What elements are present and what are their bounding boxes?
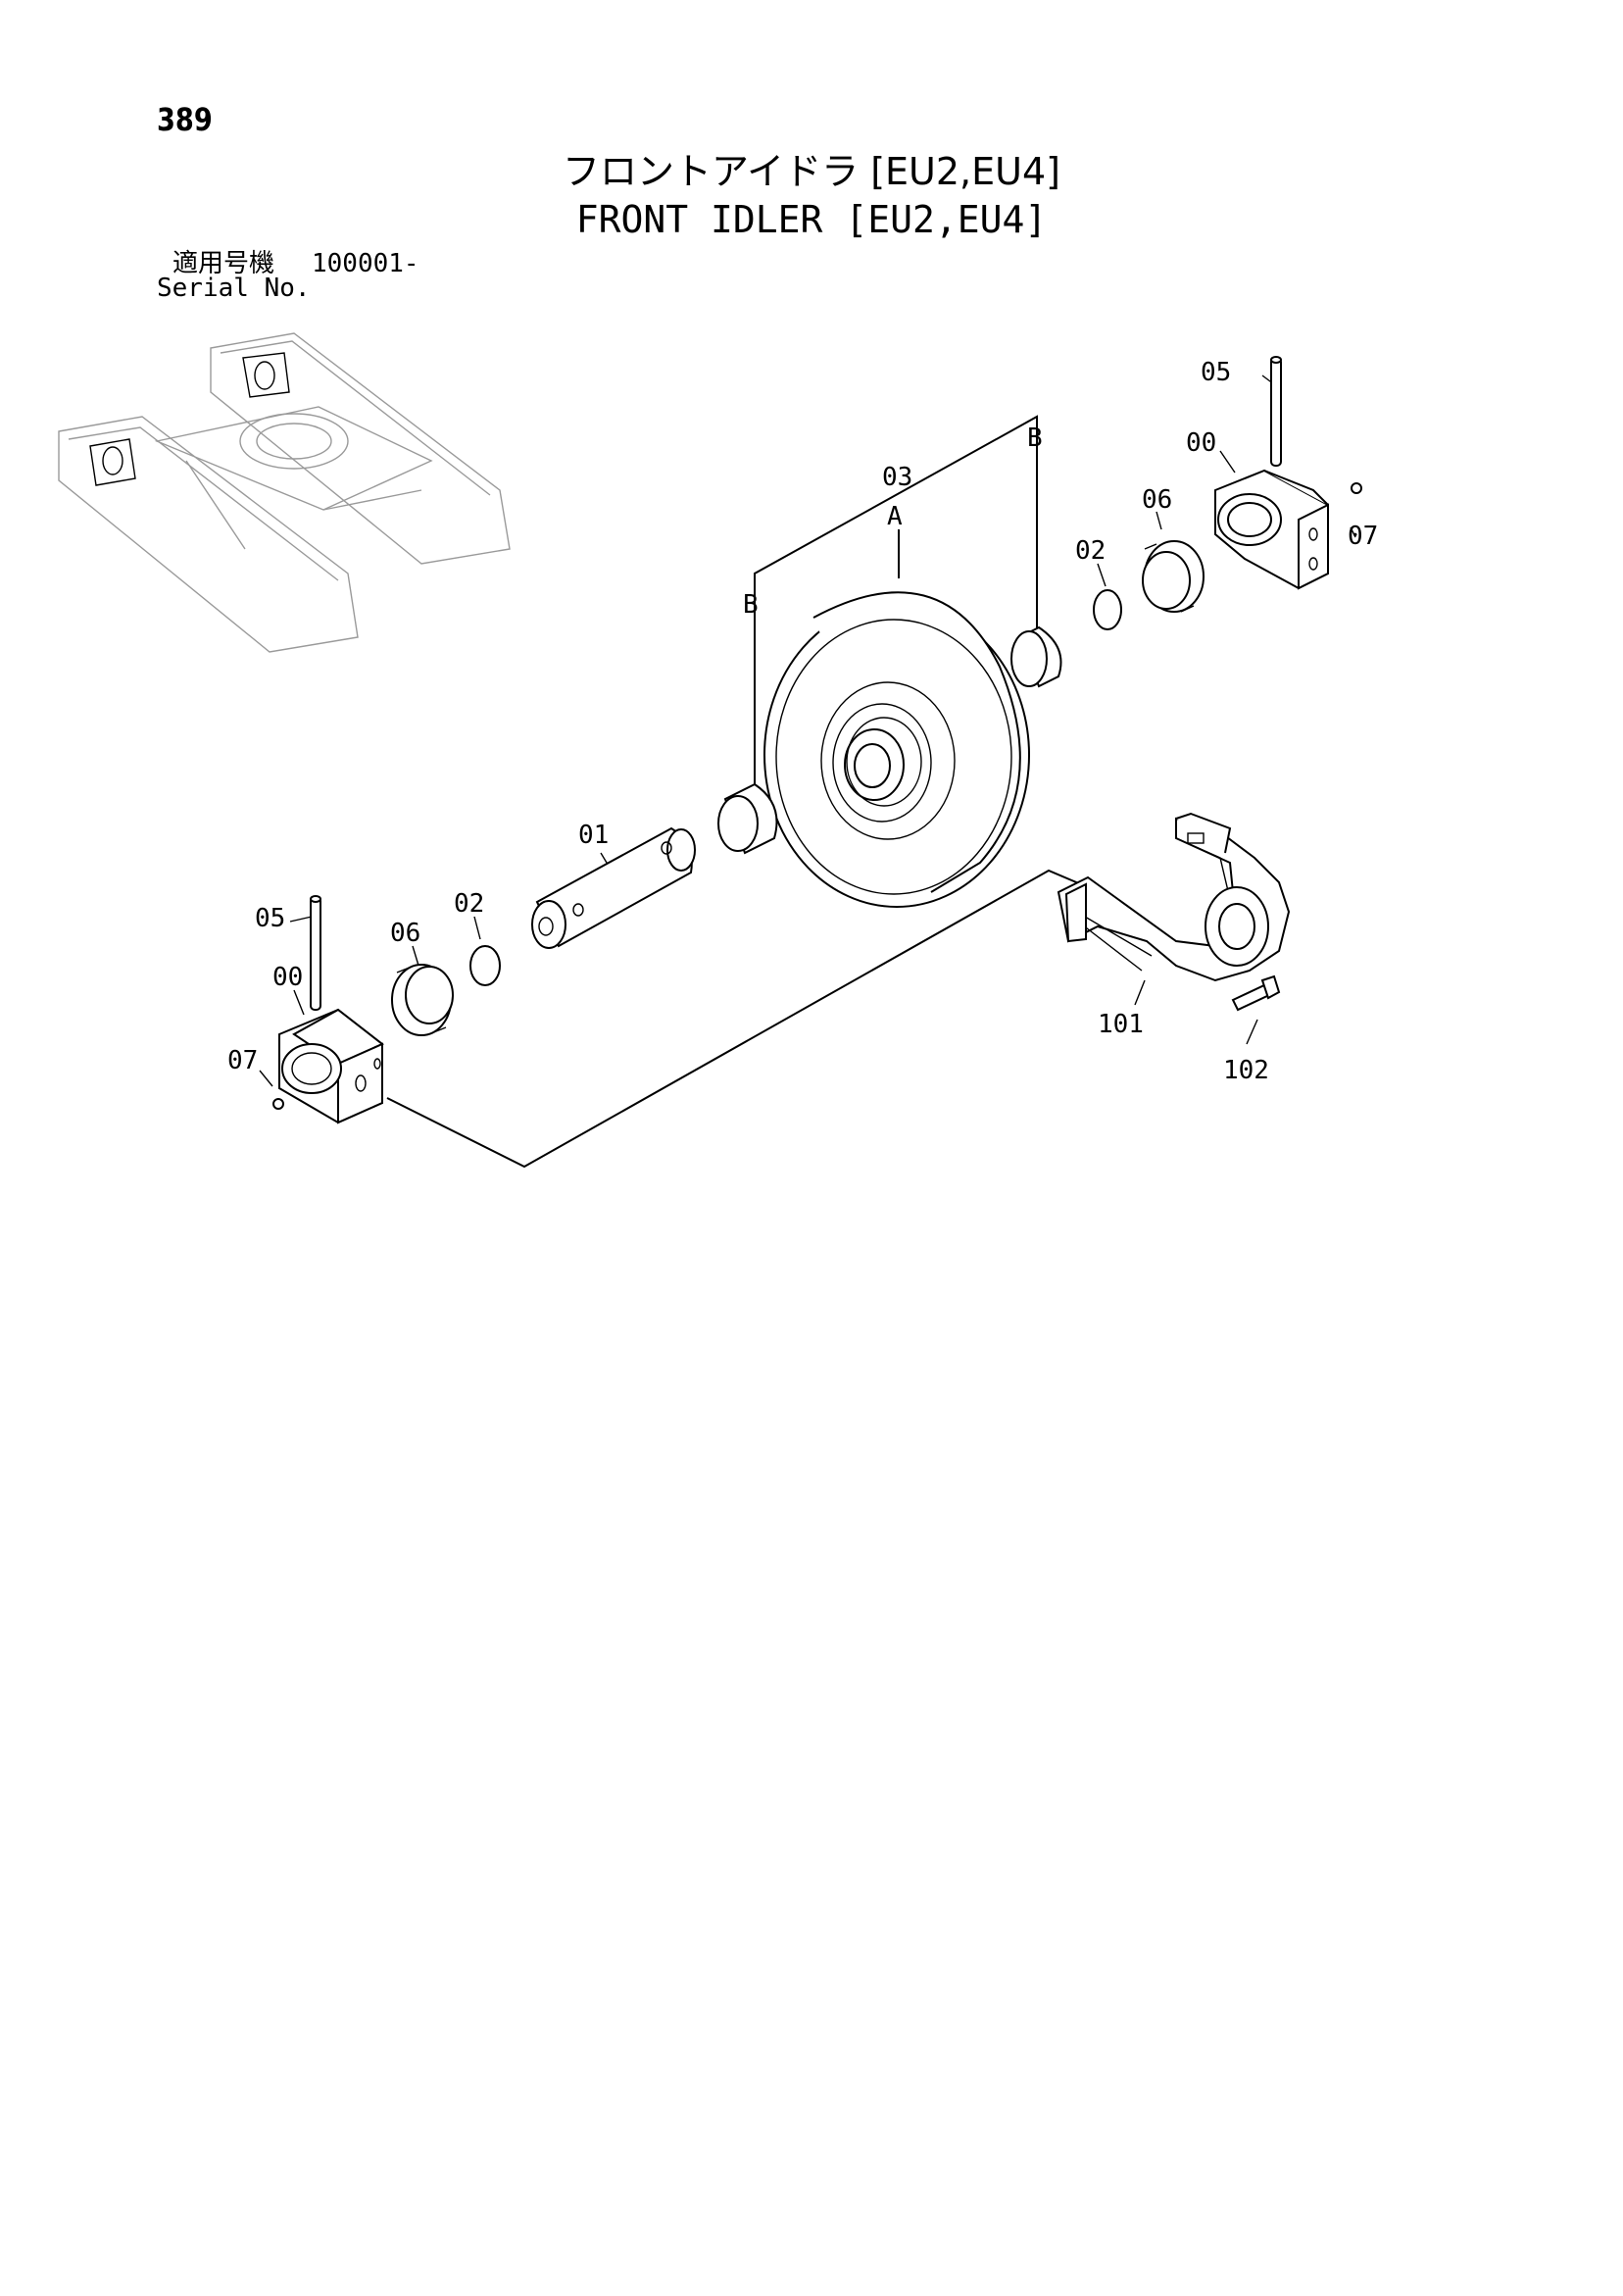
callout-ref-b-right: B	[1027, 424, 1043, 453]
callout-idler-wheel: 03	[882, 463, 912, 492]
callout-bolt: 102	[1223, 1056, 1269, 1085]
page-number: 389	[157, 101, 213, 138]
callout-plug-right: 07	[1348, 522, 1378, 551]
callout-seal-right: 06	[1142, 485, 1172, 515]
callout-shaft: 01	[578, 821, 609, 850]
seal-left	[391, 964, 454, 1036]
bushing-right	[1010, 625, 1062, 688]
serial-label-japanese: 適用号機	[172, 249, 275, 278]
shaft	[531, 826, 696, 949]
title-english: FRONT IDLER [EU2,EU4]	[575, 198, 1048, 241]
callout-ref-b-left: B	[743, 590, 759, 620]
bracket-top-right	[1214, 469, 1329, 590]
bushing-left	[717, 782, 778, 855]
callout-bracket-left: 00	[272, 963, 303, 992]
bracket-left	[278, 1008, 384, 1124]
undercarriage-thumbnail	[58, 332, 511, 653]
callout-seal-left: 06	[390, 919, 420, 948]
callout-frame-yoke: 101	[1098, 1010, 1144, 1039]
idler-wheel	[763, 591, 1030, 908]
pin-left	[310, 895, 321, 1011]
callout-oring-left: 02	[454, 889, 484, 919]
title-japanese: フロントアイドラ [EU2,EU4]	[563, 150, 1060, 193]
callout-plug-left: 07	[227, 1046, 258, 1075]
plug-top-right	[1351, 482, 1362, 494]
oring-left	[469, 945, 501, 986]
callout-pin-top: 05	[1201, 358, 1231, 387]
serial-label-english: Serial No.	[157, 274, 311, 303]
callout-bracket-top: 00	[1186, 428, 1216, 458]
callout-ref-a: A	[887, 502, 903, 531]
callout-labels: 05 00 06 07 02 03 A B B 01 05 06 02 00 0…	[227, 358, 1378, 1085]
callout-oring-right: 02	[1075, 536, 1106, 566]
bolt	[1231, 974, 1281, 1012]
oring-right	[1093, 589, 1122, 630]
serial-number-value: 100001-	[312, 249, 419, 278]
frame-yoke	[1057, 812, 1291, 982]
seal-right	[1142, 540, 1205, 613]
reference-lines	[259, 374, 1356, 1169]
callout-pin-left: 05	[255, 904, 285, 933]
pin-top-right	[1270, 356, 1282, 467]
plug-left	[272, 1098, 284, 1110]
